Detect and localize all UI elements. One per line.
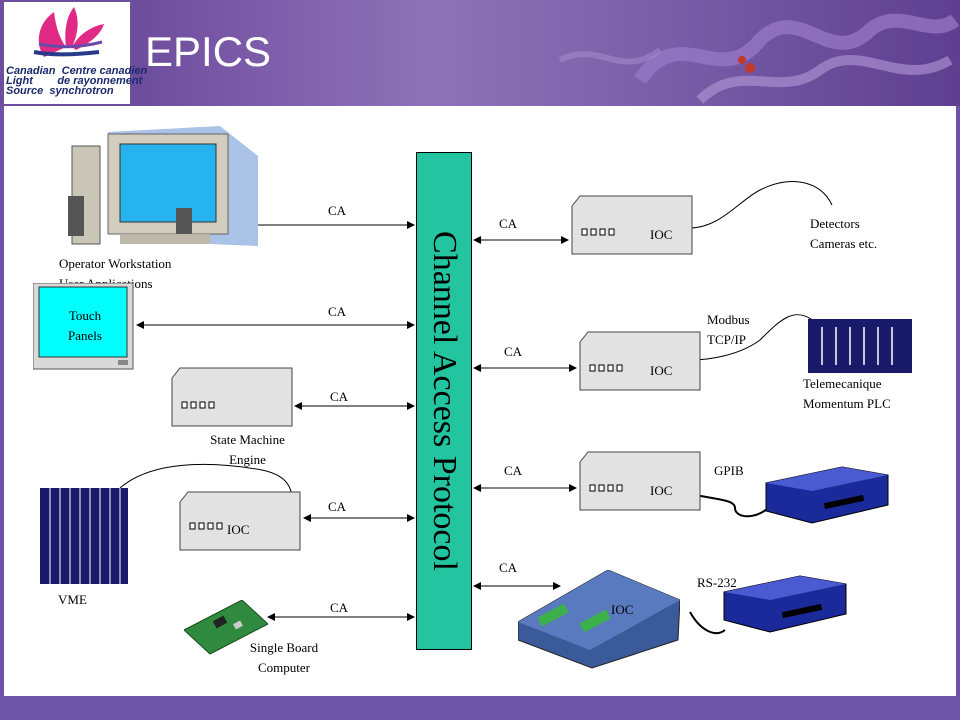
cls-logo: Canadian Centre canadien Light de rayonn…: [4, 2, 147, 104]
ioc-label-2: IOC: [650, 363, 673, 378]
bus-label: Channel Access Protocol: [426, 231, 463, 571]
modbus-label-1: Modbus: [707, 312, 750, 327]
ioc-box-1: [571, 195, 693, 255]
sbc-label-2: Computer: [258, 660, 310, 675]
ca-label: CA: [330, 600, 349, 615]
vme-crate-icon: [40, 488, 128, 584]
frame-left: [0, 106, 4, 696]
vme-ioc-label: IOC: [227, 522, 250, 537]
workstation-icon: [68, 126, 258, 246]
logo-line-1: Canadian Centre canadien: [6, 65, 148, 77]
ioc-label-4: IOC: [611, 602, 634, 617]
channel-access-bus: [416, 152, 472, 650]
ca-label: CA: [330, 389, 349, 404]
single-board-computer-icon: [184, 600, 268, 655]
cls-maple-logo-icon: [33, 7, 104, 57]
state-machine-label-1: State Machine: [210, 432, 285, 447]
frame-right: [956, 106, 960, 696]
rs232-label: RS-232: [697, 575, 737, 590]
gpib-label: GPIB: [714, 463, 744, 478]
touch-label-2: Panels: [68, 328, 102, 343]
ca-label: CA: [328, 203, 347, 218]
state-machine-box: [171, 367, 293, 427]
plc-rack-icon: [808, 319, 912, 373]
page-title: EPICS: [145, 28, 272, 75]
detectors-label-1: Detectors: [810, 216, 860, 231]
touch-panel-monitor-icon: [33, 283, 134, 370]
workstation-label-1: Operator Workstation: [59, 256, 172, 271]
plc-label-2: Momentum PLC: [803, 396, 891, 411]
ioc-box-3: [579, 451, 701, 511]
logo-line-2: Light de rayonnement: [6, 75, 143, 87]
plc-label-1: Telemecanique: [803, 376, 882, 391]
modbus-label-2: TCP/IP: [707, 332, 747, 347]
rs232-instrument-icon: [723, 575, 847, 633]
logo-line-3: Source synchrotron: [6, 85, 114, 97]
touch-label-1: Touch: [68, 308, 102, 323]
state-machine-label-2: Engine: [229, 452, 266, 467]
detectors-label-2: Cameras etc.: [810, 236, 878, 251]
ca-label: CA: [499, 216, 518, 231]
ca-label: CA: [499, 560, 518, 575]
ioc-label-3: IOC: [650, 483, 673, 498]
ioc-label-1: IOC: [650, 227, 673, 242]
vme-ioc-box: [179, 491, 301, 551]
sbc-label-1: Single Board: [249, 640, 319, 655]
vme-label: VME: [58, 592, 87, 607]
footer-bar: [0, 696, 960, 720]
serial-ioc-icon: [518, 570, 680, 669]
ca-label: CA: [328, 499, 347, 514]
gpib-instrument-icon: [765, 466, 889, 524]
header-banner: [0, 0, 960, 106]
ca-label: CA: [328, 304, 347, 319]
ca-label: CA: [504, 463, 523, 478]
protein-ribbon-graphic: [558, 13, 960, 104]
ioc-box-2: [579, 331, 701, 391]
ca-label: CA: [504, 344, 523, 359]
